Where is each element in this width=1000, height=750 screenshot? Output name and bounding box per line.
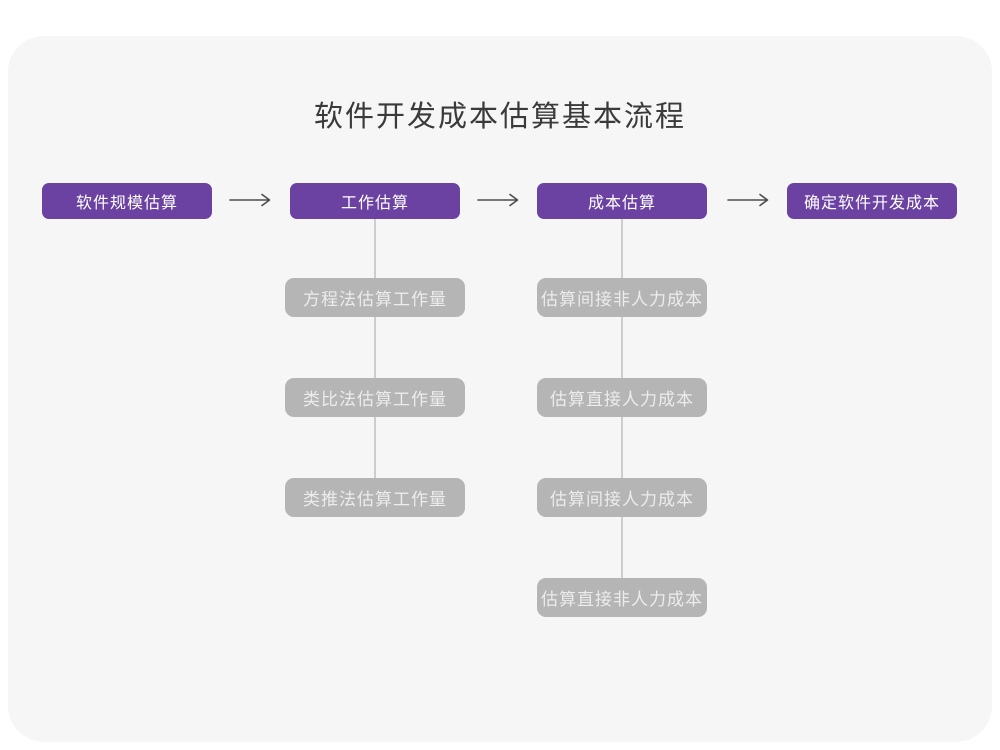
flow-node-work-estimation: 工作估算 [290, 183, 460, 219]
branch-node-equation-method: 方程法估算工作量 [285, 278, 465, 317]
branch-node-indirect-labor-cost: 估算间接人力成本 [537, 478, 707, 517]
branch-node-label: 类推法估算工作量 [303, 490, 447, 509]
flow-node-software-scale-estimation: 软件规模估算 [42, 183, 212, 219]
flow-node-label: 软件规模估算 [75, 195, 178, 212]
branch-node-indirect-non-labor-cost: 估算间接非人力成本 [537, 278, 707, 317]
branch-node-extrapolation-method: 类推法估算工作量 [285, 478, 465, 517]
right-arrow-icon [476, 192, 522, 208]
flow-node-cost-estimation: 成本估算 [537, 183, 707, 219]
right-arrow-icon [228, 192, 274, 208]
connector-line-work-branches [374, 219, 376, 498]
flow-node-label: 工作估算 [340, 195, 409, 212]
flow-node-label: 成本估算 [587, 195, 656, 212]
branch-node-direct-labor-cost: 估算直接人力成本 [537, 378, 707, 417]
branch-node-label: 估算间接人力成本 [550, 490, 694, 509]
diagram-card [8, 36, 992, 742]
branch-node-label: 估算间接非人力成本 [541, 290, 703, 309]
branch-node-analogy-method: 类比法估算工作量 [285, 378, 465, 417]
flow-node-determine-development-cost: 确定软件开发成本 [787, 183, 957, 219]
branch-node-label: 估算直接非人力成本 [541, 590, 703, 609]
branch-node-direct-non-labor-cost: 估算直接非人力成本 [537, 578, 707, 617]
page-title: 软件开发成本估算基本流程 [313, 101, 686, 133]
flow-node-label: 确定软件开发成本 [803, 195, 940, 212]
branch-node-label: 类比法估算工作量 [303, 390, 447, 409]
right-arrow-icon [726, 192, 772, 208]
branch-node-label: 方程法估算工作量 [303, 290, 447, 309]
branch-node-label: 估算直接人力成本 [550, 390, 694, 409]
